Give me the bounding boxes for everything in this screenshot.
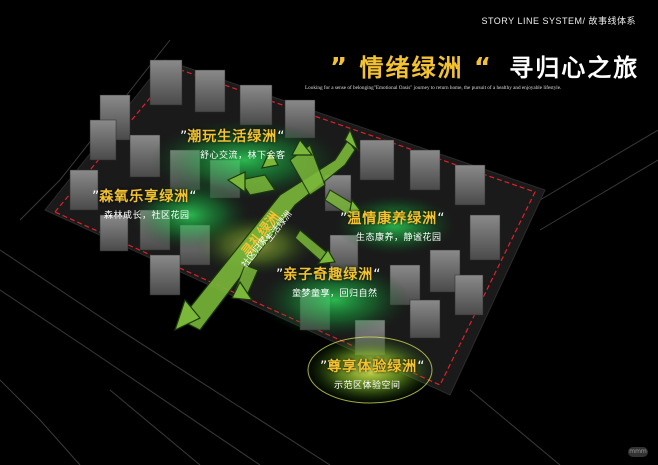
title-journey: 寻归心之旅 [509,54,640,82]
page-title: ” 情绪绿洲 “ 寻归心之旅 [330,48,639,83]
page-subtitle: Looking for a sense of belonging"Emotion… [305,85,562,91]
arrow-network [173,128,361,332]
zunxiang-ring [307,336,433,404]
oasis-sub: 森林成长，社区花园 [104,211,190,221]
glow-chaowan [150,120,340,200]
road-lines [0,39,658,465]
oasis-label-senyang: ”森氧乐享绿洲“ 森林成长，社区花园 [92,189,197,221]
oasis-name: 温情康养绿洲 [347,211,438,227]
oasis-sub: 生态康养，静谧花园 [356,233,442,243]
oasis-name: 森氧乐享绿洲 [99,189,190,205]
oasis-label-qinzi: ”亲子奇趣绿洲“ 童梦童享，回归自然 [276,267,381,299]
open-quote: ” [330,53,350,83]
oasis-sub: 童梦童享，回归自然 [292,289,378,299]
glow-wenqing [335,195,455,255]
oasis-name: 潮玩生活绿洲 [187,129,278,145]
header-caption: STORY LINE SYSTEM/ 故事线体系 [481,16,636,26]
oasis-name: 亲子奇趣绿洲 [283,267,374,283]
watermark-badge: mmm [628,447,648,457]
close-quote: “ [473,53,493,83]
oasis-sub: 舒心交流，林下会客 [200,151,286,161]
oasis-name: 尊享体验绿洲 [327,359,418,375]
oasis-label-chaowan: ”潮玩生活绿洲“ 舒心交流，林下会客 [180,129,286,161]
oasis-label-wenqing: ”温情康养绿洲“ 生态康养，静谧花园 [340,211,445,243]
glow-zunxiang [305,335,435,405]
glow-qinzi [260,262,410,338]
oasis-label-zunxiang: ”尊享体验绿洲“ 示范区体验空间 [320,359,425,391]
oasis-sub: 示范区体验空间 [334,381,401,391]
title-theme: 情绪绿洲 [359,54,464,82]
